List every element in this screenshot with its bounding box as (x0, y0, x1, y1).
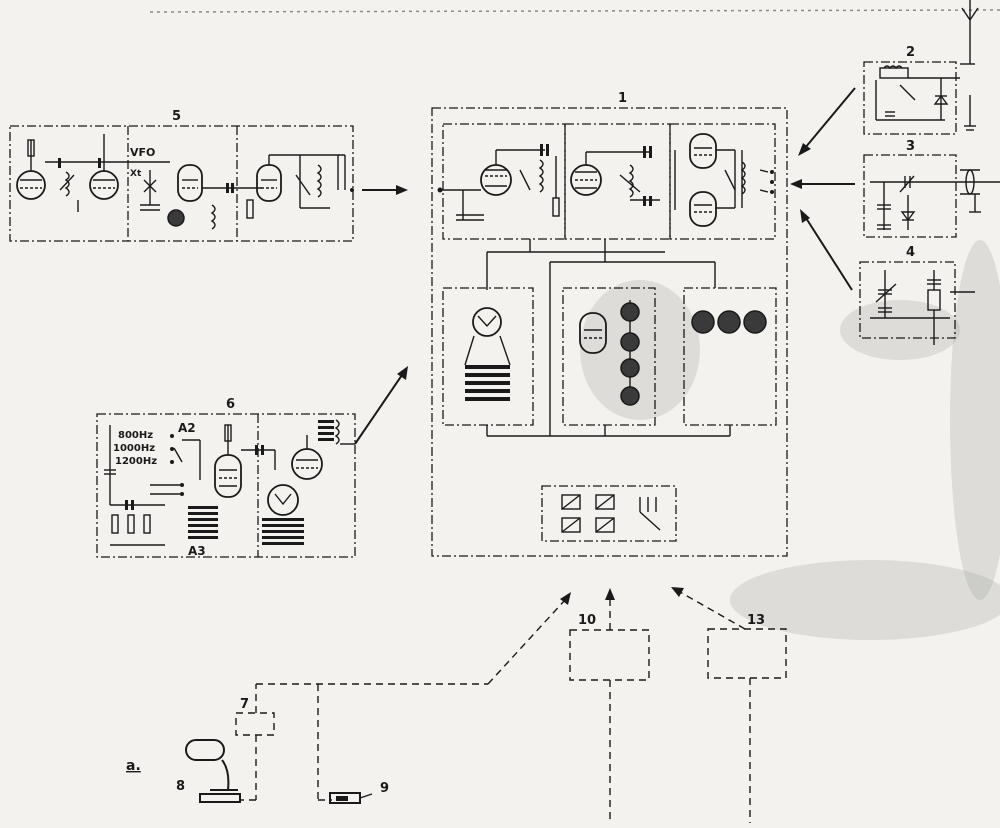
block-3-frame (863, 154, 957, 238)
rectifier-tube-icon (472, 307, 502, 337)
block-10-frame (569, 629, 650, 681)
xtal-label: Xt (130, 169, 142, 179)
block-7-8-9-operator-station: 7 8 9 a. (126, 592, 571, 804)
block-9-label: 9 (380, 781, 389, 796)
microphone-icon (185, 739, 241, 803)
arrows-to-block-1 (790, 87, 856, 291)
vacuum-tube-icon (16, 170, 46, 200)
stabilizer-tube-icon (620, 386, 640, 406)
block-5-label: 5 (172, 109, 181, 124)
vacuum-tube-icon (291, 448, 323, 480)
relay-icon (561, 494, 615, 533)
arrow-5-to-1 (362, 185, 408, 195)
block-8-label: 8 (176, 779, 185, 794)
transformer-icon (465, 365, 510, 401)
block-6-frame (96, 413, 356, 558)
freq-1200-label: 1200Hz (115, 456, 157, 467)
rectifier-tube-icon (267, 484, 299, 516)
block-1-label: 1 (618, 91, 627, 106)
vacuum-tube-icon (177, 164, 203, 202)
block-5-vfo: 5 VFO Xt (9, 109, 354, 242)
vacuum-tube-icon (89, 170, 119, 200)
block-6-label: 6 (226, 397, 235, 412)
telegraph-key-icon (329, 792, 373, 804)
paper-smudges (149, 9, 1000, 640)
stabilizer-tube-icon (620, 358, 640, 378)
block-3-coupler: 3 (863, 139, 1000, 238)
a3-label: A3 (188, 544, 206, 558)
block-6-tone-generator: 6 A2 A3 800Hz 1000Hz 1200Hz (96, 397, 356, 558)
block-4-label: 4 (906, 245, 915, 260)
freq-1000-label: 1000Hz (113, 443, 155, 454)
vacuum-tube-icon (579, 312, 607, 354)
vacuum-tube-icon (214, 454, 242, 498)
block-7-label: 7 (240, 697, 249, 712)
stabilizer-tube-icon (620, 332, 640, 352)
output-transformer-icon (318, 419, 340, 445)
block-5-frame (9, 125, 354, 242)
stabilizer-tube-icon (691, 310, 715, 334)
stabilizer-tube-icon (620, 302, 640, 322)
block-3-label: 3 (906, 139, 915, 154)
indicator-lamp-icon (167, 209, 185, 227)
block-4-frame (859, 261, 956, 339)
stabilizer-tube-icon (717, 310, 741, 334)
block-2-antenna-tuner: 2 (863, 0, 979, 135)
block-13-label: 13 (747, 613, 765, 628)
freq-800-label: 800Hz (118, 430, 153, 441)
vfo-label: VFO (130, 146, 155, 159)
block-1-frame (431, 107, 788, 557)
relay-panel (541, 485, 677, 542)
block-13: 13 (671, 587, 787, 823)
block-1-transmitter: 1 (431, 91, 788, 557)
block-13-frame (707, 628, 787, 679)
stabilizer-tube-icon (743, 310, 767, 334)
vacuum-tube-icon (256, 164, 282, 202)
vacuum-tube-icon (689, 133, 717, 169)
arrow-6-to-1 (354, 366, 408, 445)
a2-label: A2 (178, 421, 196, 435)
block-7-frame (235, 712, 275, 736)
switch-contacts-icon (639, 497, 661, 531)
block-10: 10 (569, 588, 650, 823)
block-2-frame (863, 61, 957, 135)
vacuum-tube-icon (689, 191, 717, 227)
block-2-label: 2 (906, 45, 915, 60)
block-4-network: 4 (859, 245, 975, 345)
block-10-label: 10 (578, 613, 596, 628)
transformer-icon (262, 518, 304, 545)
transformer-icon (188, 506, 218, 539)
figure-letter: a. (126, 758, 141, 774)
